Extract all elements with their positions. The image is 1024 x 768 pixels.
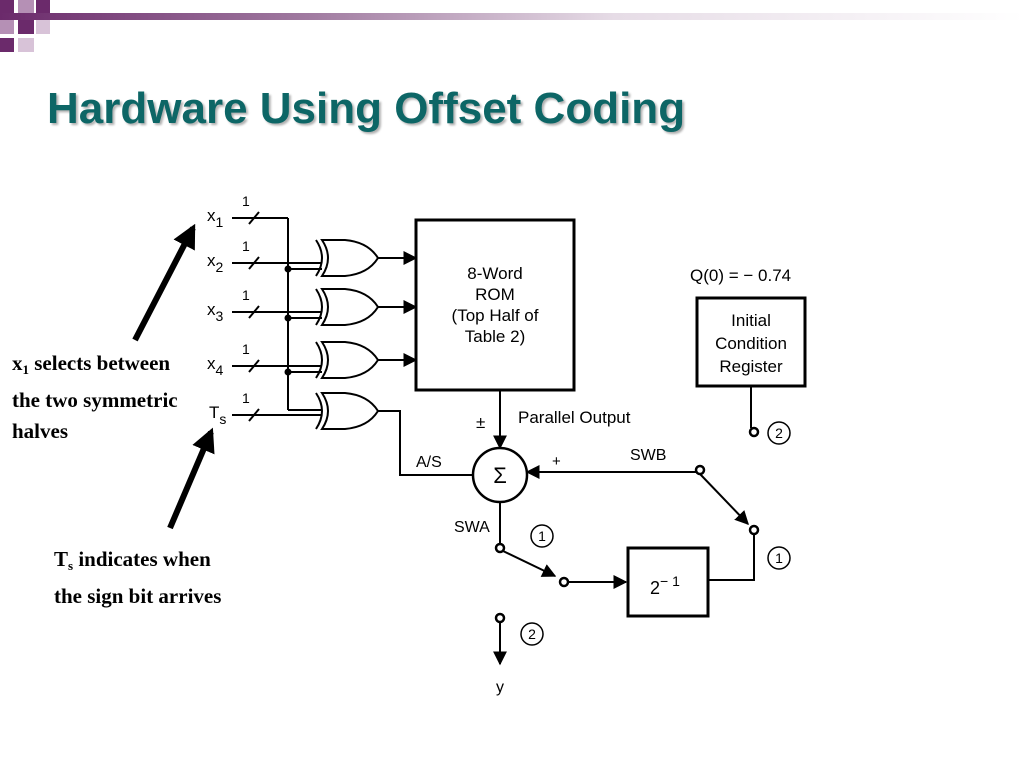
ts-symbol: T	[54, 547, 69, 571]
phase-label-2: 2	[528, 626, 536, 642]
x1-subscript: 1	[22, 362, 30, 377]
input-label-x3: x3	[207, 300, 224, 324]
xor-gate	[315, 288, 380, 326]
ts-subscript: s	[68, 558, 74, 573]
bus-width-label: 1	[242, 238, 250, 254]
xor-gate	[315, 392, 380, 430]
x1-note-text: selects between the two symmetric halves	[12, 351, 178, 443]
input-label-x1: x1	[207, 206, 224, 230]
phase-label-1: 1	[775, 550, 783, 566]
swa-contact	[494, 542, 506, 554]
plus-minus-label: ±	[476, 413, 485, 432]
shift-label: 2− 1	[650, 573, 680, 598]
register-label-line: Condition	[715, 334, 787, 353]
swb-contact	[694, 464, 706, 476]
plus-label: +	[552, 453, 561, 470]
swa-contact	[558, 576, 570, 588]
bus-width-label: 1	[242, 193, 250, 209]
register-contact	[748, 426, 760, 438]
x1-symbol: x	[12, 351, 23, 375]
bus-width-label: 1	[242, 341, 250, 357]
input-label-ts: Ts	[209, 403, 226, 427]
input-label-x4: x4	[207, 354, 224, 378]
parallel-output-label: Parallel Output	[518, 408, 631, 427]
x1-annotation: x1 selects between the two symmetric hal…	[12, 348, 187, 447]
phase-label-1: 1	[538, 528, 546, 544]
summer-symbol: Σ	[493, 463, 507, 488]
bus-width-label: 1	[242, 390, 250, 406]
corner-decoration	[0, 0, 50, 52]
rom-label-line: ROM	[475, 285, 515, 304]
initial-value-label: Q(0) = − 0.74	[690, 266, 791, 285]
bus-junctions	[284, 265, 292, 376]
slide-title: Hardware Using Offset Coding	[47, 84, 686, 133]
bus-width-label: 1	[242, 287, 250, 303]
shift-block	[626, 546, 710, 618]
ts-annotation: Ts indicates when the sign bit arrives	[54, 544, 224, 612]
rom-label-line: 8-Word	[467, 264, 522, 283]
output-y-label: y	[496, 679, 504, 696]
swb-label: SWB	[630, 447, 666, 464]
xor-gate	[315, 239, 380, 277]
xor-gate	[315, 341, 380, 379]
x1-pointer-arrow	[132, 223, 196, 342]
input-label-x2: x2	[207, 251, 224, 275]
output-contact	[494, 612, 506, 624]
swb-contact	[748, 524, 760, 536]
rom-label-line: (Top Half of	[452, 306, 539, 325]
ts-note-text: indicates when the sign bit arrives	[54, 547, 222, 608]
register-label-line: Initial	[731, 311, 771, 330]
as-label: A/S	[416, 454, 442, 471]
ts-pointer-arrow	[167, 427, 215, 530]
title-bar-stripe	[0, 13, 1024, 20]
rom-block	[414, 218, 576, 392]
swa-label: SWA	[454, 519, 490, 536]
register-label-line: Register	[719, 357, 783, 376]
rom-label-line: Table 2)	[465, 327, 525, 346]
phase-label-2: 2	[775, 425, 783, 441]
